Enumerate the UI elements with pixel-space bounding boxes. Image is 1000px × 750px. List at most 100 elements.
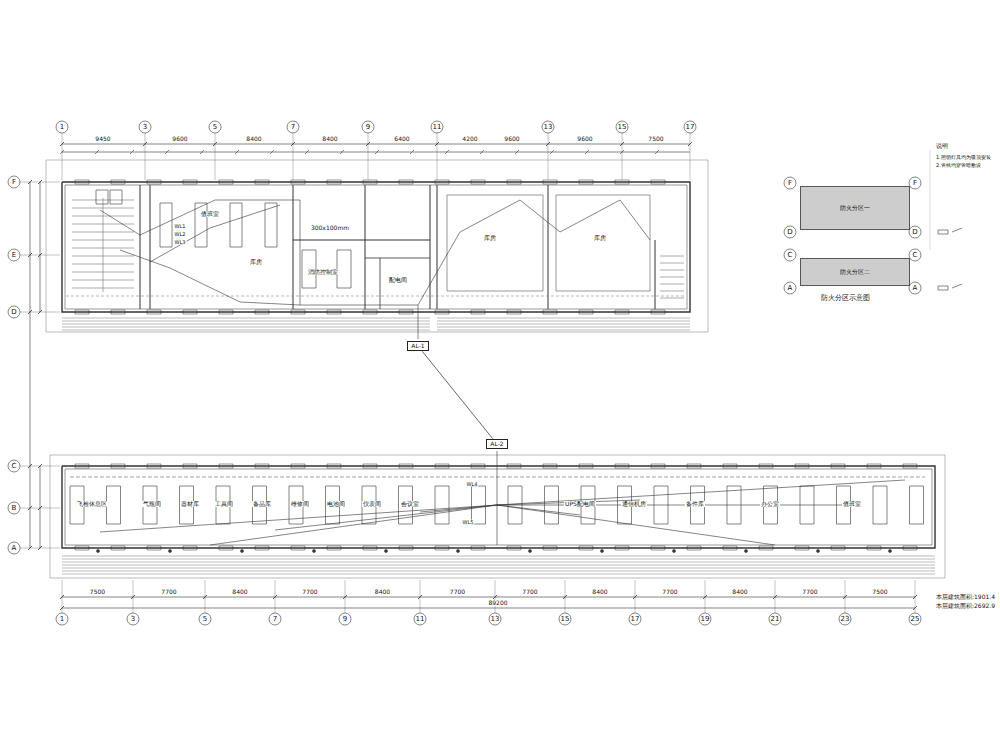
emergency-light [241,550,244,553]
axis-line [368,133,369,180]
plan-label: 库房 [483,235,497,241]
dimension-tick [213,142,217,146]
emergency-light [385,550,388,553]
wire [497,505,775,545]
emergency-light [97,550,100,553]
window [615,546,629,550]
axis-circle [8,176,20,188]
window [651,180,665,184]
plan-label: 配电间 [388,277,408,283]
window [723,464,737,468]
wire [100,200,300,235]
window [291,546,305,550]
dimension-tick [60,595,64,599]
axis-label: 3 [130,616,136,623]
axis-label: F [912,180,918,187]
dimension-tick [38,464,42,468]
dimension-tick [95,150,99,154]
window [219,546,233,550]
plan-label: 本层建筑面积:1901.4 [935,594,996,600]
partition-wall [365,258,430,259]
axis-label: 17 [685,124,696,131]
dimension-tick [550,150,554,154]
axis-label: E [11,252,17,259]
window [399,464,413,468]
dimension-tick [60,142,64,146]
window [651,546,665,550]
partition-wall [293,185,294,309]
axis-circle [699,613,711,625]
dimension-tick [480,150,484,154]
window [291,310,305,314]
axis-line [622,133,623,180]
plan-label: 工具间 [214,501,234,507]
dimension-tick [131,595,135,599]
plan-label: 消防控制室 [307,269,339,275]
dimension-tick [38,253,42,257]
partition-wall [548,185,549,309]
stair-tread [660,291,684,292]
dimension-tick [493,595,497,599]
hatch [62,559,935,560]
axis-label: 1 [59,124,65,131]
axis-label: 5 [202,616,208,623]
axis-label: 5 [212,124,218,131]
plan-label: 通信机房 [621,501,647,507]
dimension-tick [165,150,169,154]
window [507,546,521,550]
plan-label: 库房 [593,235,607,241]
window [471,180,485,184]
plan-label: WL5 [462,520,475,525]
dimension-tick [445,150,449,154]
axis-label: 21 [770,616,781,623]
plan-label: 飞检休息区 [76,501,108,507]
dimension-tick [375,150,379,154]
dimension-tick [270,150,274,154]
dimension-tick [563,595,567,599]
axis-circle [8,249,20,261]
axis-circle [769,613,781,625]
distribution-panel: AL-2 [486,439,507,450]
dimension-tick [703,595,707,599]
window [723,546,737,550]
plan-label: 办公室 [760,501,780,507]
equipment [110,190,122,204]
axis-circle [269,613,281,625]
axis-line [548,133,549,180]
dimension-tick [28,180,32,184]
dimension-tick [291,142,295,146]
equipment [96,190,108,204]
wire [520,200,650,240]
axis-circle [56,613,68,625]
window [399,180,413,184]
dimension-tick [305,150,309,154]
plan-label: 7500 [871,589,888,595]
plan-label: 4200 [461,136,478,142]
axis-label: 15 [560,616,571,623]
axis-label: F [787,180,793,187]
dimension-tick [913,606,917,610]
plan-label: 防火分区示意图 [820,295,871,302]
dimension-tick [38,546,42,550]
dimension-tick [143,142,147,146]
window [543,310,557,314]
dimension-tick [273,595,277,599]
dimension-tick [620,150,624,154]
light-fixture [472,486,486,524]
dimension-tick [203,595,207,599]
plan-label: 备件库 [685,501,705,507]
hatch [437,321,690,322]
plan-label: 库房 [249,259,263,265]
dimension-tick [28,253,32,257]
axis-circle [209,121,221,133]
axis-circle [8,306,20,318]
wire [210,505,497,545]
axis-line [215,133,216,180]
axis-circle [784,177,796,189]
dimension-tick [418,595,422,599]
window [579,310,593,314]
window [615,310,629,314]
dimension-line [40,182,41,312]
axis-circle [629,613,641,625]
